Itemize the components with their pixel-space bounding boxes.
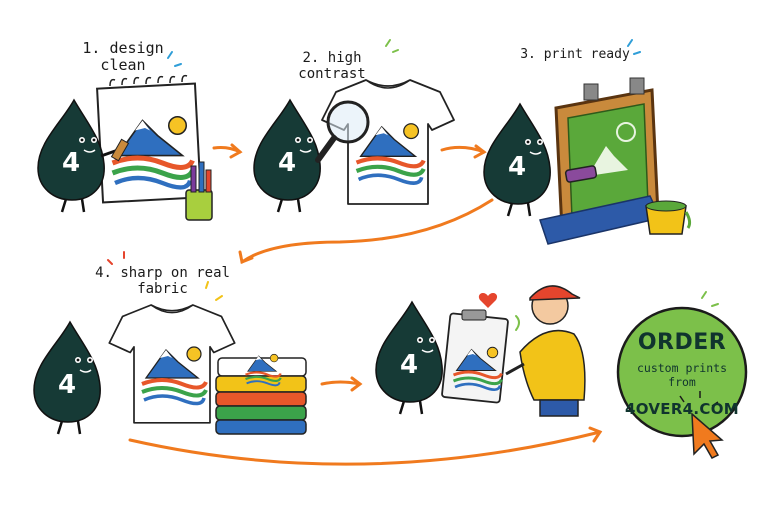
mascot-badge: 4 xyxy=(58,370,77,400)
magnifier-icon xyxy=(315,100,370,163)
drop-mascot-icon xyxy=(253,98,321,213)
cursor-icon xyxy=(679,391,724,459)
paint-bucket-icon xyxy=(645,200,692,235)
step-text: print ready xyxy=(543,47,630,62)
step-number: 3. xyxy=(520,47,536,62)
framed-print-icon xyxy=(441,309,509,404)
cta-subtitle: custom prints from xyxy=(636,361,727,389)
heart-icon xyxy=(478,293,498,308)
folded-shirts-icon xyxy=(215,353,307,435)
drop-mascot-icon xyxy=(375,300,443,415)
cta-title: ORDER xyxy=(637,330,727,355)
mascot-badge: 4 xyxy=(508,152,527,182)
step-text: sharp on real fabric xyxy=(120,265,230,298)
mascot-badge: 4 xyxy=(278,148,297,178)
customer-figure xyxy=(505,285,586,417)
tshirt-icon xyxy=(108,304,236,424)
step-number: 1. xyxy=(82,39,101,57)
drop-mascot-icon xyxy=(33,320,101,435)
step-3-label: 3. print ready xyxy=(520,47,630,63)
cta-url-link[interactable]: 4OVER4.COM xyxy=(624,400,739,418)
step-number: 2. xyxy=(302,50,320,66)
pencil-cup-icon xyxy=(185,161,213,221)
drop-mascot-icon xyxy=(483,102,551,217)
step-text: design clean xyxy=(100,39,164,75)
sparkles xyxy=(107,39,719,331)
sketchbook-icon xyxy=(96,74,202,204)
mascot-badge: 4 xyxy=(62,148,81,178)
screen-press-icon xyxy=(539,77,662,245)
step-1-label: 1. design clean xyxy=(78,39,168,75)
step-number: 4. xyxy=(95,265,112,281)
mascot-badge: 4 xyxy=(400,350,419,380)
flow-arrows xyxy=(128,143,603,466)
step-2-label: 2. high contrast xyxy=(272,50,392,82)
drop-mascot-icon xyxy=(37,98,130,213)
step-4-label: 4. sharp on real fabric xyxy=(95,265,230,297)
step-text: high contrast xyxy=(298,50,366,83)
